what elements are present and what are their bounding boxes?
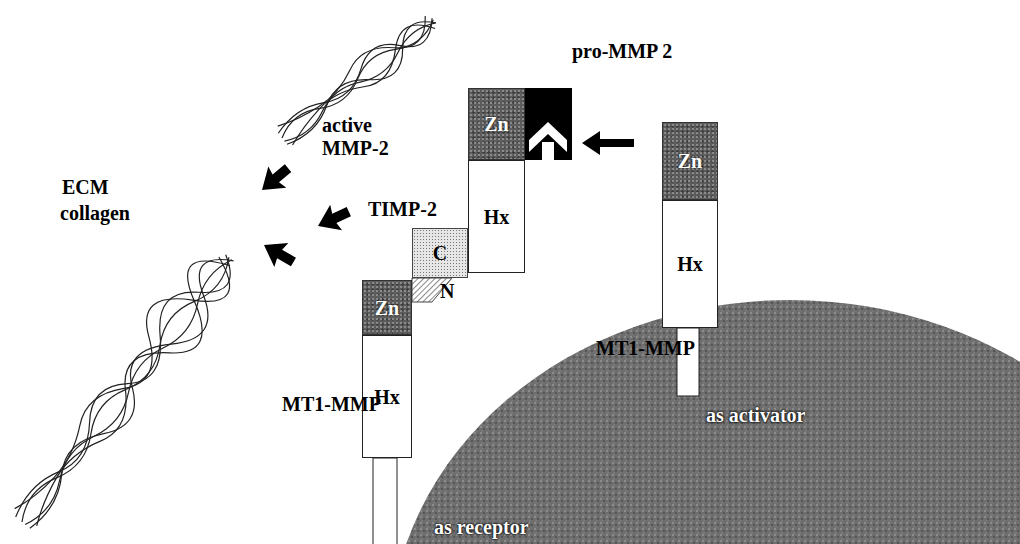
cleavage-arrow [253,157,355,274]
domain-label: C [433,242,447,264]
protein-label: TIMP-2 [368,198,437,221]
catalytic-domain: Zn [662,122,718,200]
role-label: as receptor [434,516,529,539]
collagen-fiber [0,239,252,541]
domain-label: Zn [484,113,508,135]
chevron [542,142,554,160]
hemopexin-domain: Hx [662,200,718,328]
transmembrane-stalk [373,458,397,544]
enzyme-label: active MMP-2 [322,114,400,160]
domain-label: Hx [677,253,703,275]
domain-label: Hx [484,206,510,228]
protein-label: pro-MMP 2 [572,40,672,63]
domain-label: Zn [678,150,702,172]
activation-arrow [582,131,634,155]
catalytic-domain: Zn [362,280,412,335]
cell-surface [390,300,1020,544]
collagen-label: collagen [60,202,130,225]
timp2-c-domain: C [412,228,468,278]
ecm-label: ECM [62,176,109,199]
protein-label: MT1-MMP [282,393,381,416]
catalytic-domain: Zn [468,88,525,160]
role-label: as activator [706,404,805,427]
terminus-label: N [440,280,454,303]
protein-label: MT1-MMP [596,337,695,360]
pro-domain [525,88,572,160]
domain-label: Zn [375,297,399,319]
hemopexin-domain: Hx [468,160,525,273]
